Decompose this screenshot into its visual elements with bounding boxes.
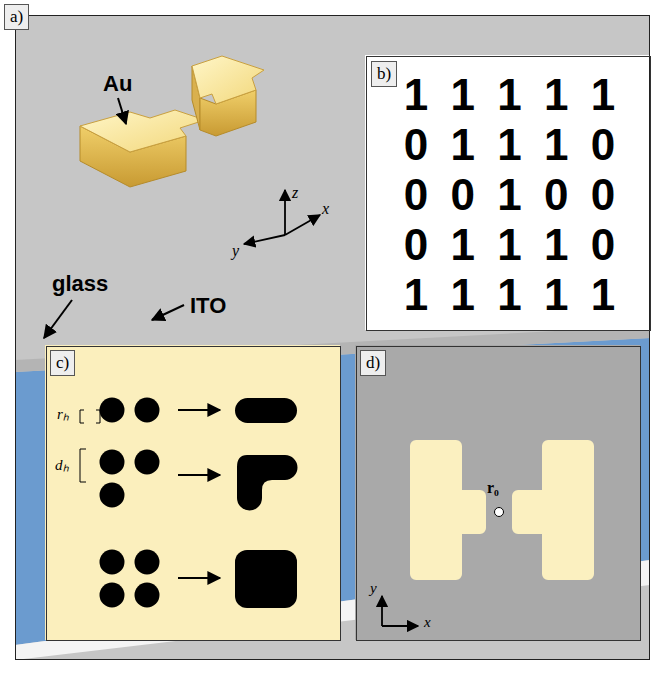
axes-3d <box>244 190 320 244</box>
axis-label: x <box>322 200 329 218</box>
panel-frame: a)b)1 1 1 1 10 1 1 1 00 0 1 0 00 1 1 1 0… <box>15 15 650 660</box>
dimension-label: rₕ <box>57 406 69 423</box>
matrix-row: 0 1 1 1 0 <box>367 221 652 269</box>
axis-label: x <box>424 614 431 631</box>
matrix-row: 1 1 1 1 1 <box>367 271 652 319</box>
material-label: ITO <box>190 294 226 318</box>
leader-arrow <box>118 98 126 124</box>
axis-label: z <box>292 184 298 202</box>
panel-box: b)1 1 1 1 10 1 1 1 00 0 1 0 00 1 1 1 01 … <box>366 56 651 331</box>
position-label: r₀ <box>487 479 499 497</box>
leader-arrow <box>44 300 72 338</box>
axis-label: y <box>232 242 239 260</box>
glass-layer <box>15 338 650 645</box>
dimension-label: dₕ <box>55 457 69 474</box>
panel-tag: b) <box>371 61 397 87</box>
hole-pattern <box>100 398 298 609</box>
gold-antenna <box>80 56 264 187</box>
antenna-top-view <box>416 446 588 574</box>
matrix-row: 0 1 1 1 0 <box>367 121 652 169</box>
panel-tag: c) <box>50 350 75 376</box>
material-label: Au <box>103 72 132 96</box>
panel-ground <box>45 345 340 640</box>
panel-ground <box>355 345 640 640</box>
matrix-row: 1 1 1 1 1 <box>367 71 652 119</box>
merge-arrow <box>178 410 220 578</box>
panel-tag: a) <box>4 4 29 30</box>
axes-2d <box>382 596 418 626</box>
feed-point <box>495 508 504 517</box>
axis-label: y <box>370 580 377 597</box>
panel-box: c) <box>46 346 341 641</box>
leader-arrow <box>152 305 184 320</box>
panel-tag: d) <box>360 350 386 376</box>
matrix-row: 0 0 1 0 0 <box>367 171 652 219</box>
material-label: glass <box>52 272 108 296</box>
dimension-bracket <box>80 410 100 482</box>
